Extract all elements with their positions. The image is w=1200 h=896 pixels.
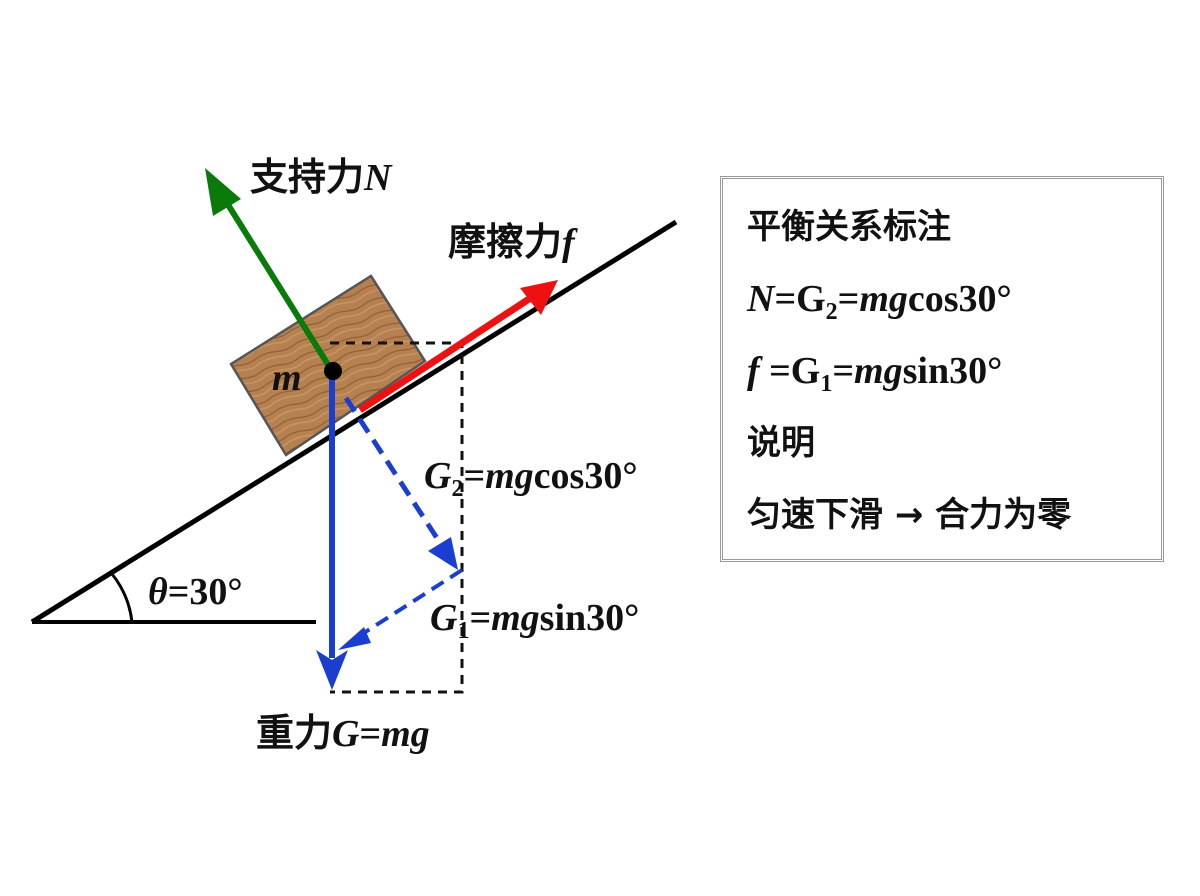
equilibrium-info-box: 平衡关系标注 N=G2=mgcos30° f =G1=mgsin30° 说明 匀… <box>720 176 1164 562</box>
dashed-guide-rect <box>330 341 464 694</box>
normal-force-arrowhead <box>205 168 241 216</box>
friction-arrow-line <box>358 294 534 413</box>
center-of-mass-dot <box>324 362 342 380</box>
g1-label: G1=mgsin30° <box>430 597 639 644</box>
info-equation-friction: f =G1=mgsin30° <box>747 350 1003 397</box>
info-title: 平衡关系标注 <box>747 207 951 247</box>
g2-label: G2=mgcos30° <box>424 455 638 502</box>
normal-force-arrow-line <box>219 193 335 373</box>
info-equation-normal: N=G2=mgcos30° <box>747 278 1012 325</box>
g2-arrowhead <box>428 537 458 570</box>
angle-label: θ=30° <box>148 571 243 613</box>
incline-surface <box>30 219 678 625</box>
normal-force-label: 支持力N <box>250 155 393 199</box>
info-note-title: 说明 <box>747 423 815 463</box>
g1-arrowhead <box>338 627 371 650</box>
angle-arc <box>110 573 134 623</box>
g2-component-line <box>343 396 449 554</box>
gravity-arrowhead <box>316 650 348 690</box>
friction-arrowhead <box>520 280 558 315</box>
friction-label: 摩擦力f <box>448 220 578 264</box>
info-note: 匀速下滑 → 合力为零 <box>747 495 1072 535</box>
mass-label: m <box>272 357 302 399</box>
gravity-label: 重力G=mg <box>256 711 430 755</box>
